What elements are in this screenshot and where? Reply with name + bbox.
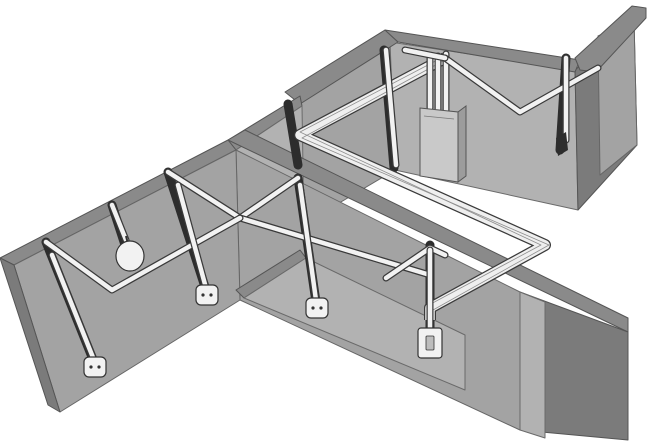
light-fixture [115, 235, 145, 272]
wall-socket-4 [556, 132, 568, 156]
distribution-panel [419, 105, 467, 183]
wall-switch [417, 327, 443, 359]
wall-socket-1 [83, 356, 107, 378]
wall-socket-3 [305, 297, 329, 319]
doorway-edge [519, 291, 546, 439]
outlets [83, 132, 568, 378]
wall-cap-back-right [574, 5, 647, 73]
light-bulb-icon [115, 240, 145, 272]
front-center-wall-face [243, 257, 466, 391]
wall-cap-back-center [384, 29, 581, 73]
front-left-wall-end [0, 257, 61, 413]
branch-conduits [42, 46, 602, 364]
wall-socket-2 [195, 284, 219, 306]
groove-4 [283, 99, 303, 170]
